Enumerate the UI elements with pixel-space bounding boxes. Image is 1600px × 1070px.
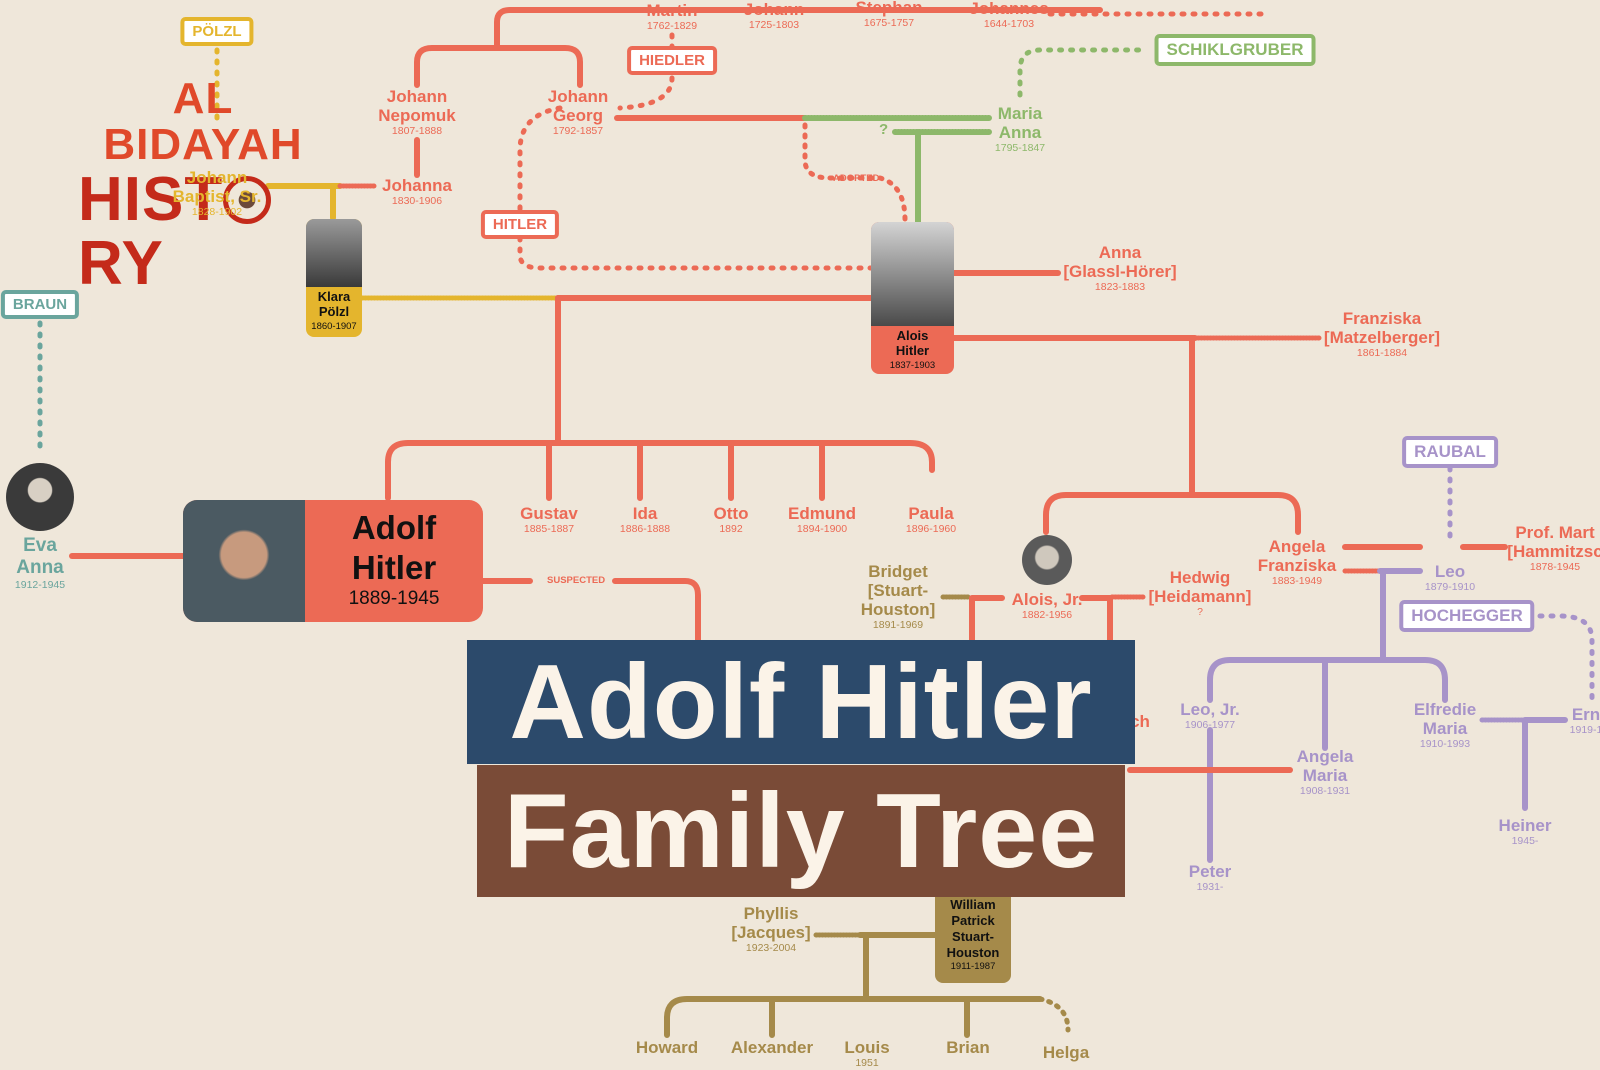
adolf-name: Adolf Hitler	[351, 509, 437, 586]
adopted-label: ADOPTED	[833, 173, 880, 184]
person-partial-sch: ch	[1130, 712, 1150, 731]
alois-name: Alois Hitler	[895, 328, 930, 358]
klara-portrait	[306, 219, 362, 287]
person-johann-baptist: Johann Baptist, Sr.1828-1902	[172, 168, 262, 218]
person-helga: Helga	[1042, 1043, 1090, 1062]
tag-hitler: HITLER	[480, 210, 560, 239]
eva-portrait	[6, 463, 74, 531]
logo-compass-icon	[223, 176, 272, 224]
person-howard: Howard	[635, 1038, 699, 1057]
person-brian: Brian	[946, 1038, 990, 1057]
tag-schicklgruber: SCHIKLGRUBER	[1154, 34, 1316, 66]
klara-card: Klara Pölzl 1860-1907	[306, 219, 362, 337]
person-hedwig: Hedwig [Heidamann]?	[1148, 568, 1252, 618]
tag-braun: BRAUN	[0, 290, 80, 319]
alois-card: Alois Hitler 1837-1903	[871, 222, 954, 374]
person-leo-jr: Leo, Jr.1906-1977	[1180, 700, 1240, 731]
william-patrick-card: William Patrick Stuart- Houston 1911-198…	[935, 897, 1011, 983]
logo-text-top: AL BIDAYAH	[103, 74, 303, 169]
headline-banner-bottom: Family Tree	[477, 765, 1125, 897]
person-phyllis: Phyllis [Jacques]1923-2004	[731, 904, 811, 954]
alois-portrait	[871, 222, 954, 326]
person-alois-jr: Alois, Jr.1882-1956	[1011, 590, 1083, 621]
logo-text-bottom-right: RY	[78, 229, 164, 298]
tag-hiedler: HIEDLER	[627, 46, 717, 75]
logo-text-bottom-left: HIST	[78, 165, 224, 234]
person-alexander: Alexander	[730, 1038, 814, 1057]
suspected-label: SUSPECTED	[547, 575, 606, 586]
question-label: ?	[879, 121, 889, 138]
klara-years: 1860-1907	[311, 321, 357, 332]
alois-jr-portrait	[1022, 535, 1072, 585]
klara-name: Klara Pölzl	[317, 289, 351, 319]
headline-banner-top: Adolf Hitler	[467, 640, 1135, 764]
person-anna-glassl: Anna [Glassl-Hörer]1823-1883	[1063, 243, 1177, 293]
tag-raubal: RAUBAL	[1402, 436, 1498, 468]
adolf-years: 1889-1945	[348, 588, 440, 609]
william-patrick-years: 1911-1987	[950, 961, 996, 972]
william-patrick-name: William Patrick Stuart- Houston	[946, 897, 1000, 960]
adolf-portrait	[183, 500, 305, 622]
tag-hochegger: HOCHEGGER	[1399, 600, 1535, 632]
alois-years: 1837-1903	[889, 360, 936, 371]
person-franziska: Franziska [Matzelberger]1861-1884	[1323, 309, 1441, 359]
adolf-card: Adolf Hitler 1889-1945	[183, 500, 483, 622]
person-bridget: Bridget [Stuart- Houston]1891-1969	[860, 562, 936, 631]
brand-logo: AL BIDAYAH HISTRY	[78, 74, 328, 296]
tag-polzl: PÖLZL	[180, 17, 254, 46]
